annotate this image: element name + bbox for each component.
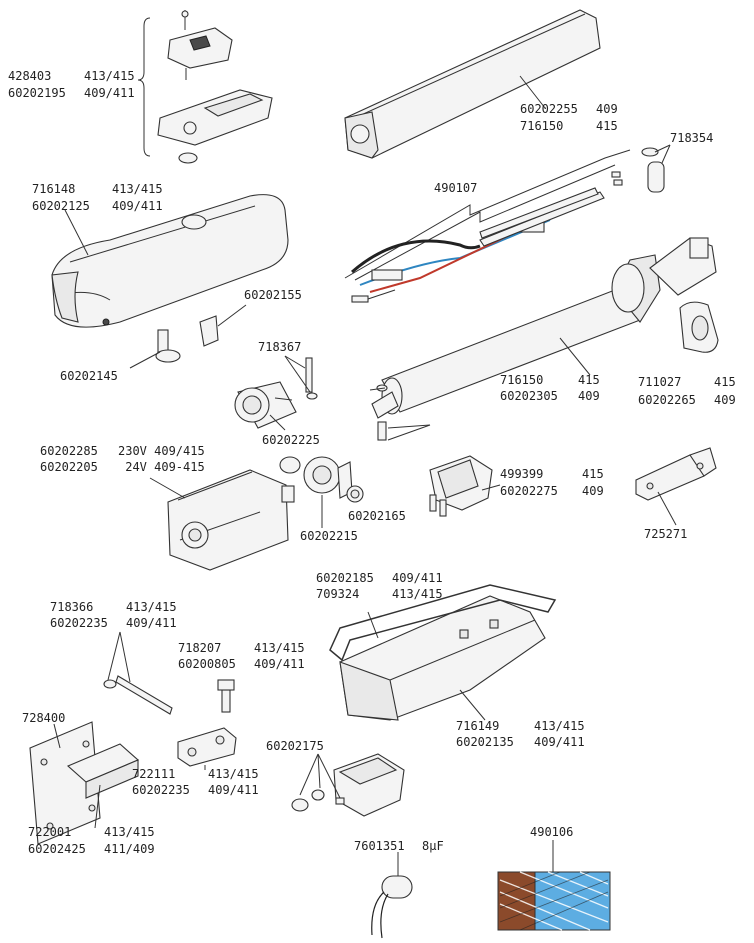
pin-718367 [284,355,318,400]
pin-718354 [641,144,671,193]
capacitor-7601351 [371,852,413,939]
label-60202235-b: 60202235 [132,783,190,797]
pin-718366 [103,631,173,715]
label-718367: 718367 [258,340,301,354]
label-722111-models: 413/415 [208,767,259,781]
circuit-board-490106 [497,840,611,931]
label-60202155: 60202155 [244,288,302,302]
label-60202185-models: 409/411 [392,571,443,585]
label-60202175: 60202175 [266,739,324,753]
motor-cover-716148 [51,194,289,328]
label-60200805: 60200805 [178,657,236,671]
label-60202305: 60202305 [500,389,558,403]
label-60202185: 60202185 [316,571,374,585]
bracket-722111 [177,727,237,770]
label-60202265: 60202265 [638,393,696,407]
label-499399: 499399 [500,467,543,481]
label-60202425: 60202425 [28,842,86,856]
label-60200805-models: 409/411 [254,657,305,671]
part-labels: 428403 413/415 60202195 409/411 60202255… [8,69,736,856]
label-722001-models: 413/415 [104,825,155,839]
label-728400: 728400 [22,711,65,725]
label-60202255-models: 409 [596,102,618,116]
label-490106: 490106 [530,825,573,839]
label-716149: 716149 [456,719,499,733]
label-60202285: 60202285 [40,444,98,458]
label-428403-models: 413/415 [84,69,135,83]
pin-60202145 [129,329,181,369]
label-60202235-a-models: 409/411 [126,616,177,630]
label-60202135-models: 409/411 [534,735,585,749]
label-60202275-models: 409 [582,484,604,498]
label-7601351-rating: 8µF [422,839,444,853]
label-60202225: 60202225 [262,433,320,447]
label-60202145: 60202145 [60,369,118,383]
label-60202135: 60202135 [456,735,514,749]
label-60202235-b-models: 409/411 [208,783,259,797]
label-718207-models: 413/415 [254,641,305,655]
label-709324-models: 413/415 [392,587,443,601]
label-60202265-models: 409 [714,393,736,407]
bolt-718207 [217,679,235,713]
label-60202205: 60202205 [40,460,98,474]
label-428403: 428403 [8,69,51,83]
label-60202195-models: 409/411 [84,86,135,100]
label-60202305-models: 409 [578,389,600,403]
label-725271: 725271 [644,527,687,541]
label-60202255: 60202255 [520,102,578,116]
gear-60202225 [234,381,297,431]
label-7601351: 7601351 [354,839,405,853]
label-718354: 718354 [670,131,713,145]
label-490107: 490107 [434,181,477,195]
label-60202195: 60202195 [8,86,66,100]
label-716150-top: 716150 [520,119,563,133]
plate-728400 [29,721,140,845]
label-716149-models: 413/415 [534,719,585,733]
label-718366-models: 413/415 [126,600,177,614]
label-60202285-models: 230V 409/415 [118,444,205,458]
mount-bracket-assembly [137,10,273,164]
label-60202425-models: 411/409 [104,842,155,856]
motor-60202285 [149,469,295,571]
label-716150-tube: 716150 [500,373,543,387]
label-60202165: 60202165 [348,509,406,523]
label-718207: 718207 [178,641,221,655]
label-711027-models: 415 [714,375,736,389]
label-60202275: 60202275 [500,484,558,498]
label-722111: 722111 [132,767,175,781]
actuator-tube [369,237,717,441]
label-716150-top-models: 415 [596,119,618,133]
label-60202125: 60202125 [32,199,90,213]
label-60202125-models: 409/411 [112,199,163,213]
end-cap-711027 [679,301,719,353]
label-722001: 722001 [28,825,71,839]
label-716150-tube-models: 415 [578,373,600,387]
label-60202235-a: 60202235 [50,616,108,630]
label-60202215: 60202215 [300,529,358,543]
label-718366: 718366 [50,600,93,614]
label-709324: 709324 [316,587,359,601]
label-716148-models: 413/415 [112,182,163,196]
bracket-725271 [635,447,717,526]
bushing-60202165 [346,485,364,503]
label-716148: 716148 [32,182,75,196]
clip-60202155 [199,304,247,347]
label-499399-models: 415 [582,467,604,481]
junction-box-60202175 [291,753,405,817]
label-711027: 711027 [638,375,681,389]
wiring-harness-490107 [344,149,631,303]
label-60202205-models: 24V 409-415 [118,460,205,474]
top-cover-profile [344,9,601,159]
bracket-499399 [429,455,501,517]
base-housing-716149 [329,584,557,721]
